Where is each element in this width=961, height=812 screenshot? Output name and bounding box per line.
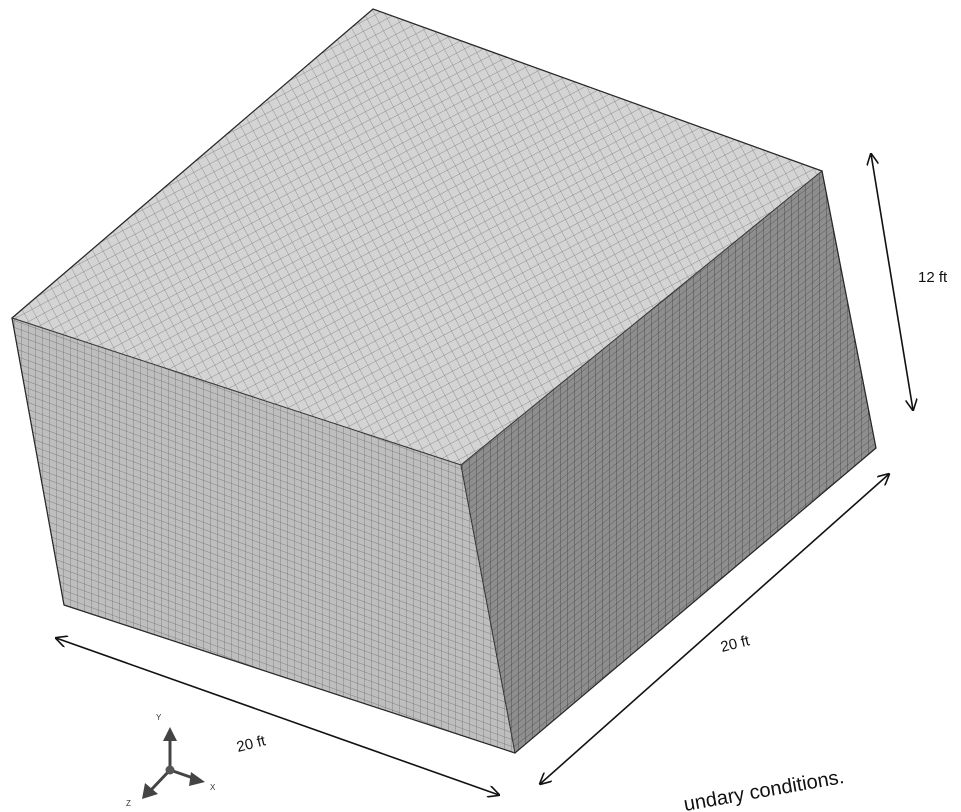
triad-origin xyxy=(165,765,175,775)
triad-y-label: Y xyxy=(156,713,162,722)
triad-x-arrowhead-icon xyxy=(189,772,205,786)
height-dimension: 12 ft xyxy=(871,154,948,410)
triad-x-label: X xyxy=(210,783,216,792)
triad-z-label: Z xyxy=(126,799,131,808)
depth-arrow xyxy=(540,474,889,784)
coordinate-triad: Y X Z xyxy=(126,713,216,808)
block-edges xyxy=(11,8,877,754)
triad-z-axis xyxy=(149,768,172,792)
height-label: 12 ft xyxy=(918,269,948,286)
width-dimension: 20 ft xyxy=(56,638,499,795)
width-label: 20 ft xyxy=(235,732,268,756)
depth-dimension: 20 ft xyxy=(540,474,889,784)
width-arrow xyxy=(56,638,499,795)
depth-label: 20 ft xyxy=(719,632,752,656)
triad-z-arrowhead-icon xyxy=(142,783,158,799)
caption-fragment: undary conditions. xyxy=(682,766,846,812)
triad-y-arrowhead-icon xyxy=(163,727,177,741)
height-arrow xyxy=(871,154,913,410)
